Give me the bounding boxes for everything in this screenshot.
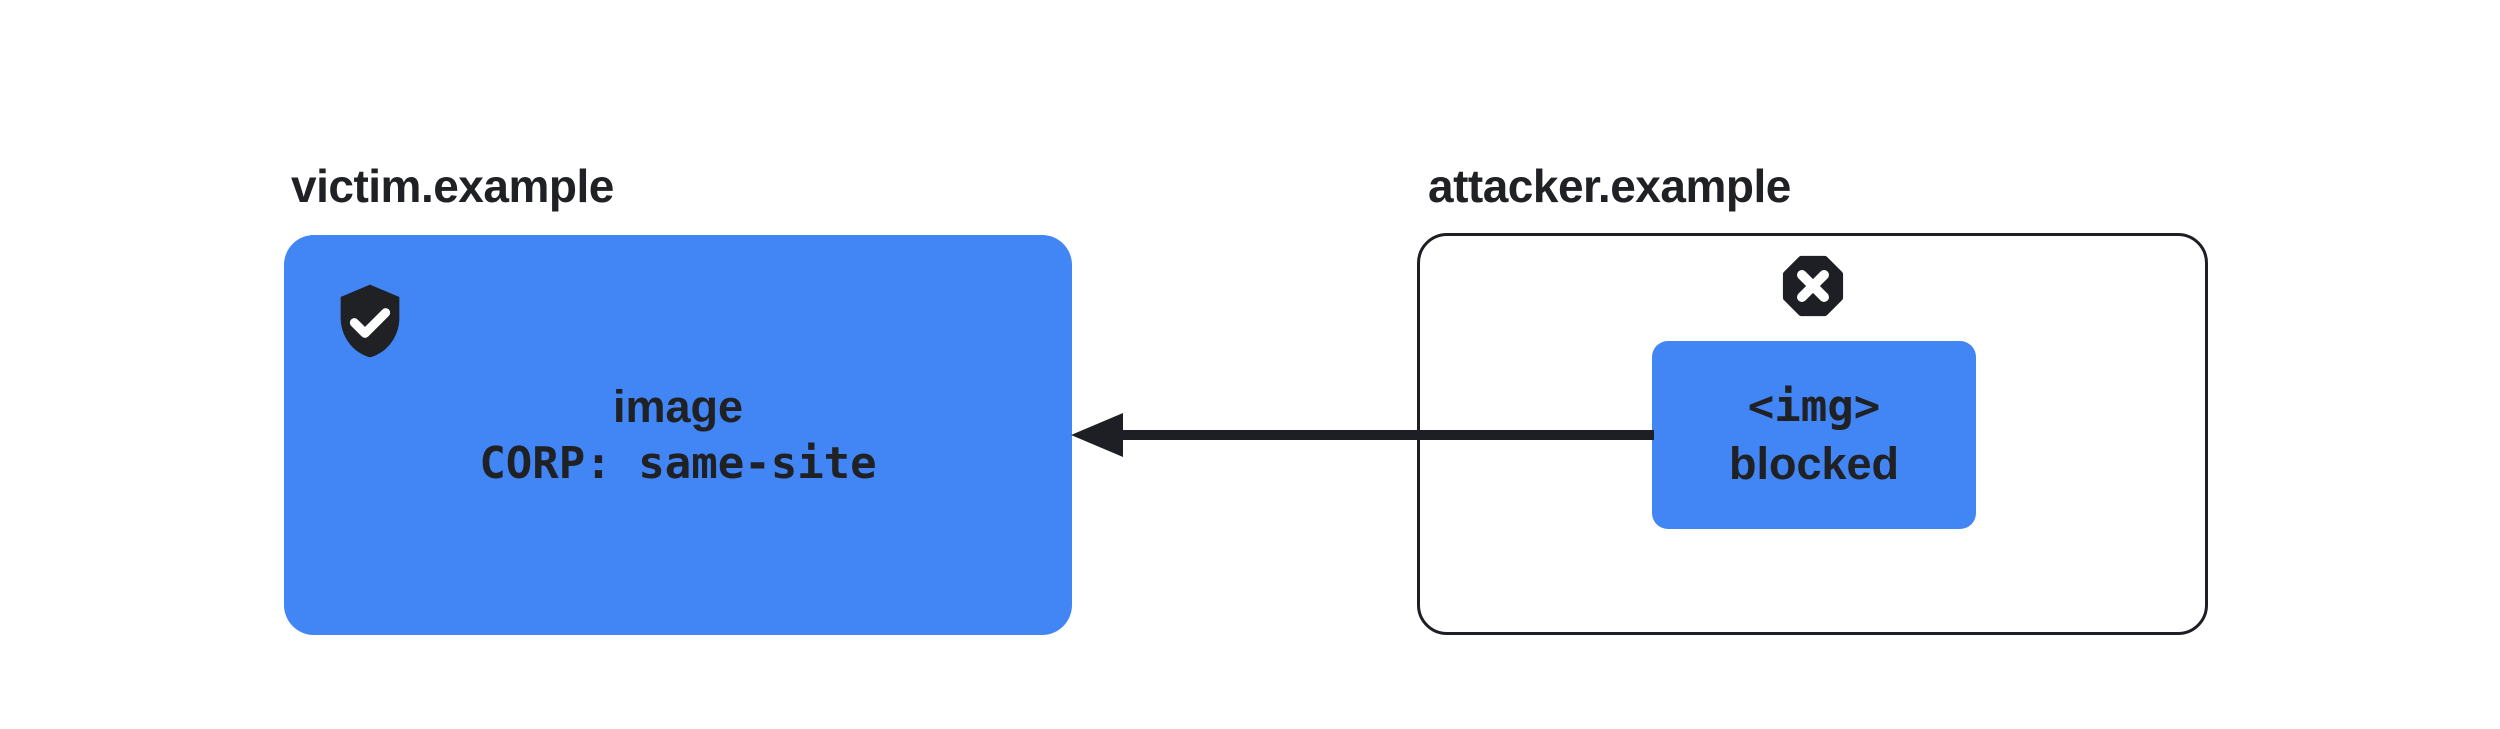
shield-check-icon (340, 284, 400, 358)
img-card-text: <img> blocked (1652, 341, 1976, 529)
victim-resource-card: image CORP: same-site (284, 235, 1072, 635)
request-arrow-icon (1071, 413, 1654, 457)
corp-header-label: CORP: same-site (479, 438, 877, 489)
victim-domain-label: victim.example (291, 160, 614, 212)
resource-type-label: image (612, 381, 744, 432)
victim-card-text: image CORP: same-site (284, 235, 1072, 635)
img-request-card: <img> blocked (1652, 341, 1976, 529)
blocked-octagon-icon (1782, 255, 1843, 317)
img-tag-label: <img> (1747, 381, 1881, 432)
attacker-domain-label: attacker.example (1428, 160, 1791, 212)
blocked-label: blocked (1728, 438, 1900, 489)
